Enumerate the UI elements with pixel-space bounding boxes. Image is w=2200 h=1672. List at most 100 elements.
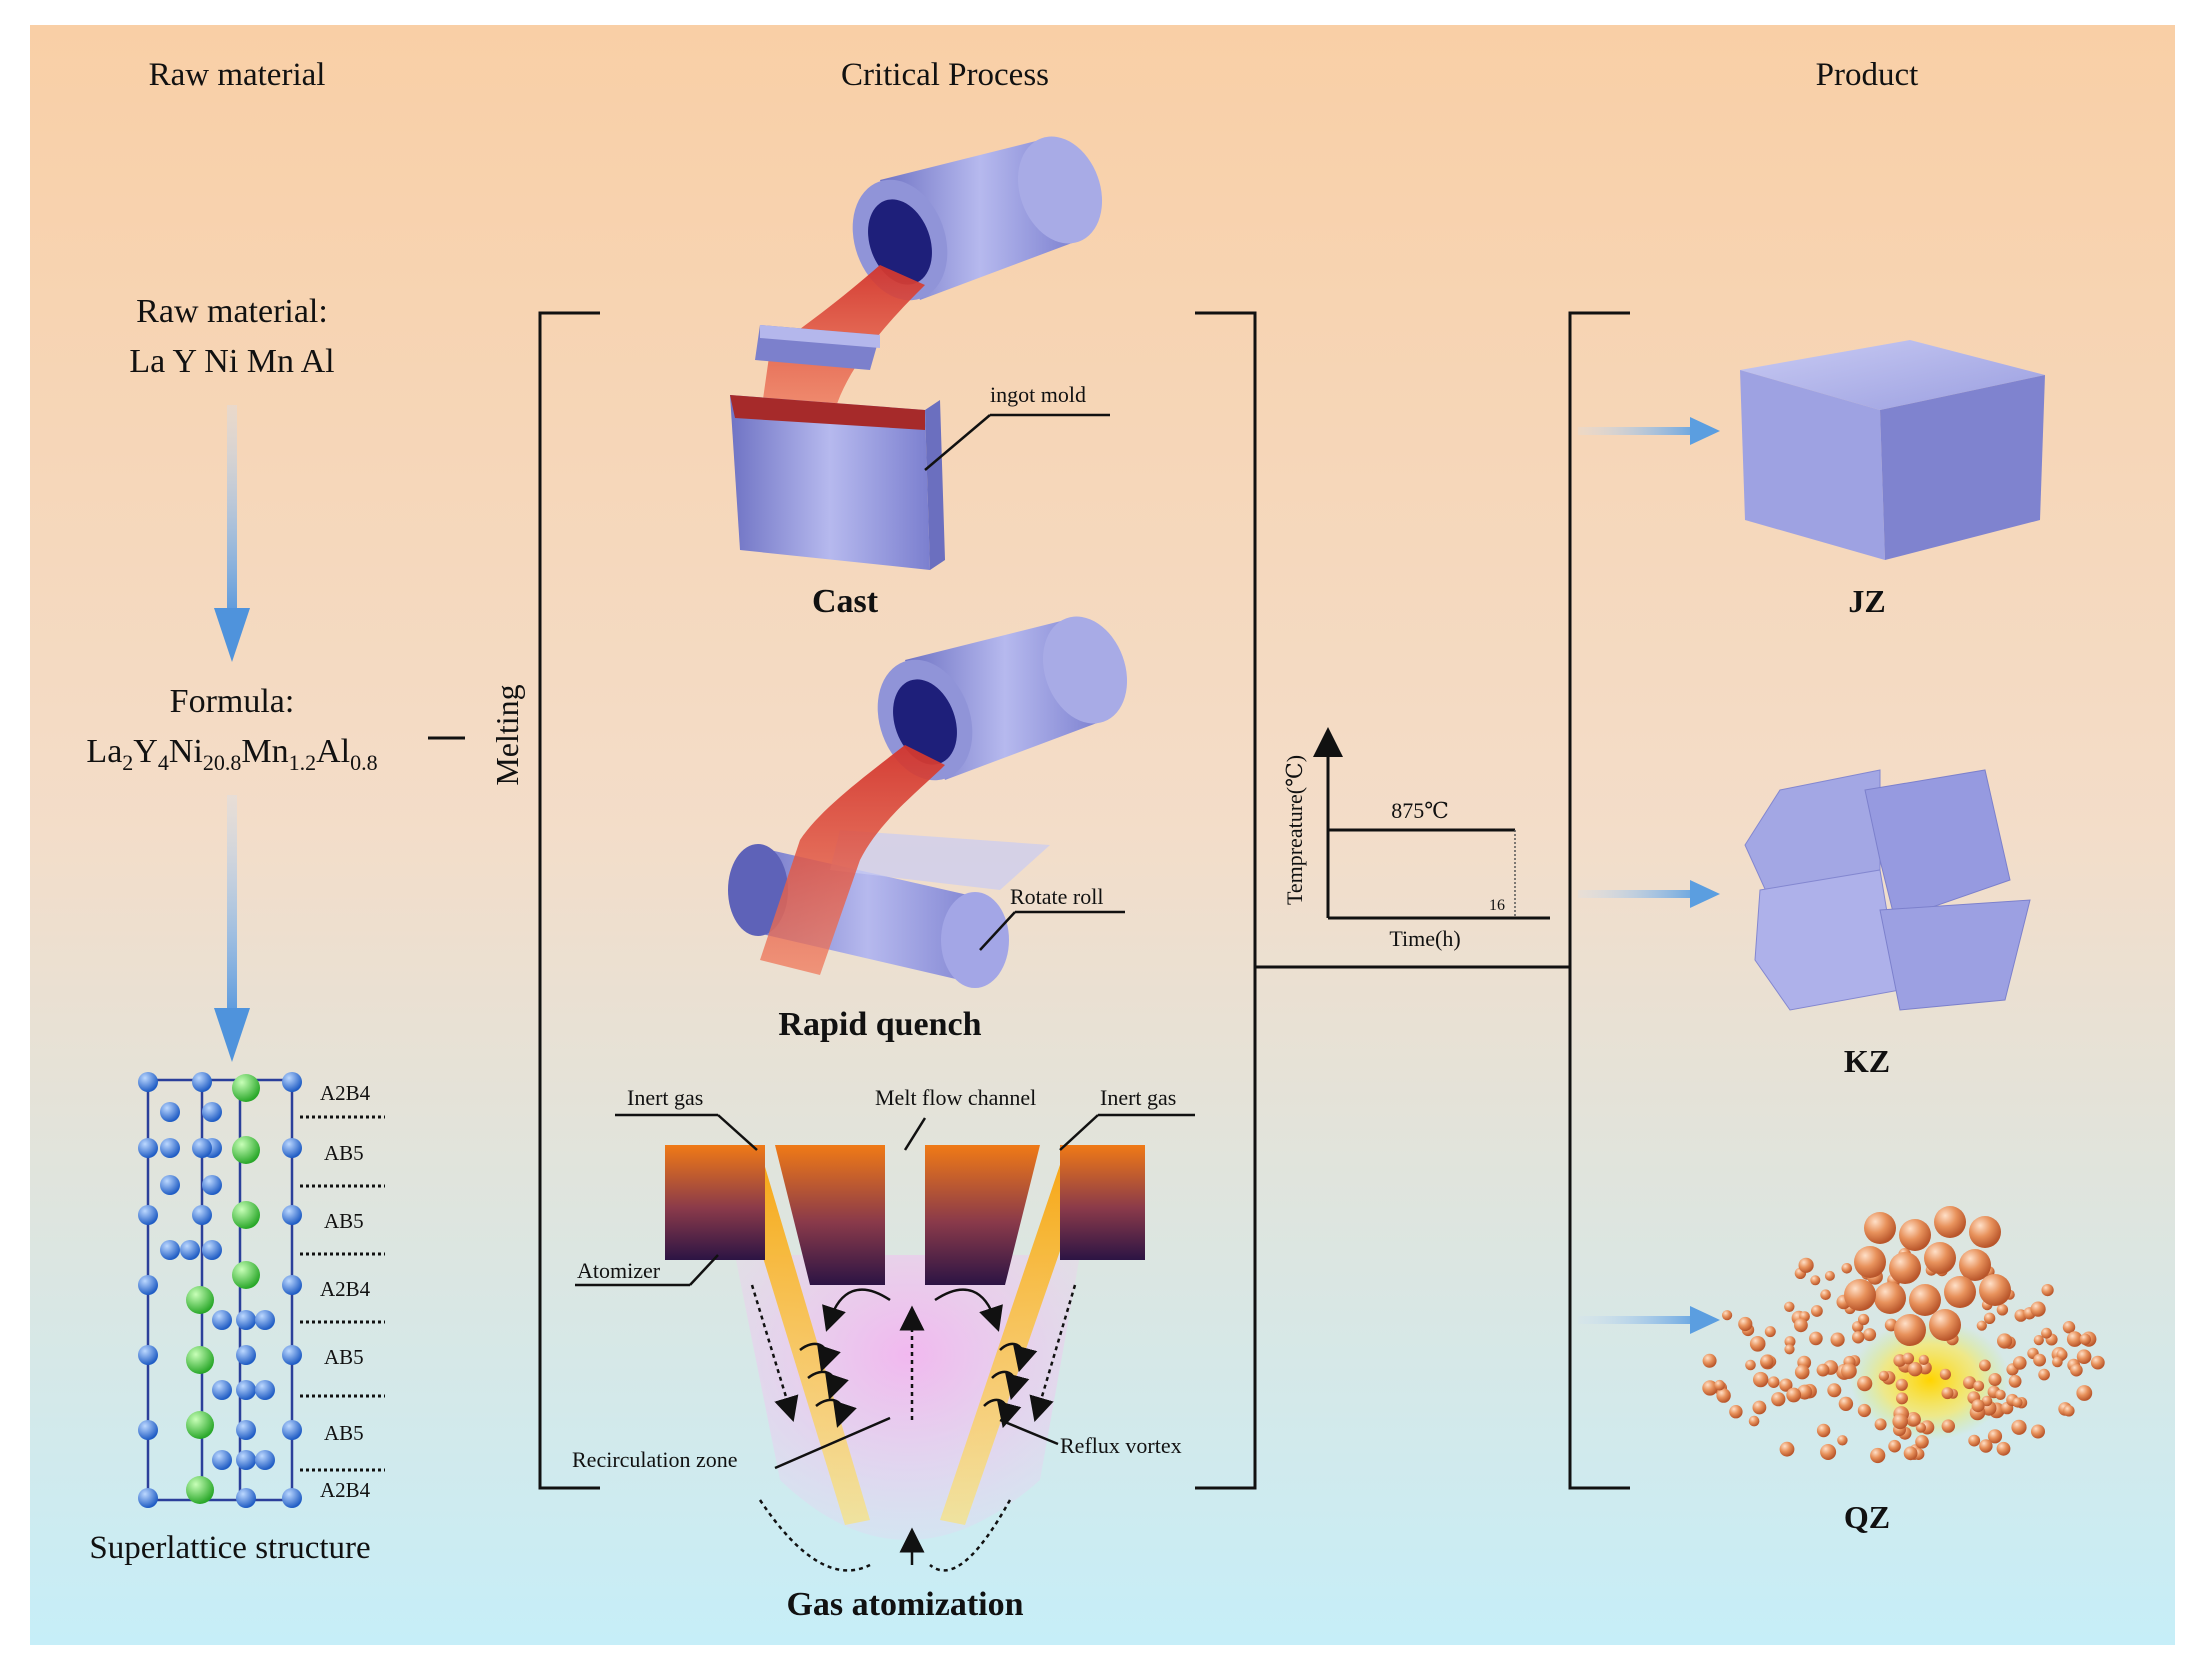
melting-bracket — [538, 311, 600, 1490]
layer-label-1: A2B4 — [320, 1081, 371, 1105]
powder-particle — [1816, 1423, 1831, 1438]
atom-b — [160, 1175, 180, 1195]
formula-sub-4: 1.2 — [289, 750, 317, 775]
powder-particle — [1738, 1316, 1753, 1332]
atomizer-block-4 — [1060, 1145, 1145, 1260]
powder-particle — [1764, 1326, 1776, 1338]
powder-particle — [1996, 1441, 2011, 1456]
powder-particle — [1988, 1373, 2002, 1386]
atom-b — [236, 1345, 256, 1365]
qz-powder-particles — [1702, 1206, 2105, 1464]
atom-b — [202, 1240, 222, 1260]
atom-b — [236, 1420, 256, 1440]
heat-temperature-label: 875℃ — [1391, 798, 1449, 823]
formula-el-1: La — [86, 733, 122, 770]
rapid-quench-illustration: Rotate roll — [728, 616, 1128, 988]
product-arrow-kz — [1578, 880, 1720, 908]
powder-particle — [1874, 1418, 1887, 1431]
atom-b — [282, 1488, 302, 1508]
formula-sub-2: 4 — [158, 750, 169, 775]
atom-b — [236, 1380, 256, 1400]
powder-particle-large — [1929, 1309, 1961, 1341]
powder-particle — [1995, 1389, 2006, 1401]
product-arrow-qz — [1578, 1306, 1720, 1334]
powder-particle-large — [1864, 1212, 1896, 1244]
powder-particle — [1870, 1447, 1886, 1464]
formula-el-5: Al — [316, 733, 350, 770]
powder-particle-large — [1924, 1242, 1956, 1274]
layer-label-2: AB5 — [324, 1141, 364, 1165]
atom-b — [212, 1450, 232, 1470]
powder-particle-large — [1899, 1219, 1931, 1251]
powder-particle — [1973, 1380, 1985, 1392]
powder-particle-large — [1969, 1216, 2001, 1248]
atom-a — [186, 1476, 214, 1504]
quench-caption: Rapid quench — [778, 1006, 981, 1043]
powder-particle — [1915, 1435, 1929, 1449]
powder-particle — [1784, 1336, 1796, 1348]
powder-particle — [1979, 1359, 1991, 1372]
powder-particle — [1971, 1399, 1985, 1413]
powder-particle — [1963, 1376, 1976, 1390]
layer-label-3: AB5 — [324, 1209, 364, 1233]
flow-lines — [750, 1284, 1077, 1572]
formula-label: Formula: — [170, 683, 295, 720]
powder-particle-large — [1874, 1282, 1906, 1314]
melt-stream-quench — [760, 745, 945, 975]
formula-sub-3: 20.8 — [203, 750, 242, 775]
qz-label: QZ — [1844, 1499, 1890, 1535]
layer-label-5: AB5 — [324, 1345, 364, 1369]
powder-particle — [1810, 1275, 1821, 1286]
gas-jet-right — [940, 1150, 1095, 1525]
powder-particle-large — [1854, 1246, 1886, 1278]
powder-particle — [2090, 1355, 2105, 1370]
formula-sub-5: 0.8 — [350, 750, 378, 775]
powder-particle — [1841, 1363, 1857, 1379]
powder-particle — [2038, 1368, 2050, 1381]
atom-a — [232, 1261, 260, 1289]
atom-b — [282, 1138, 302, 1158]
atom-b — [192, 1138, 212, 1158]
powder-particle — [2062, 1321, 2076, 1334]
powder-particle — [1941, 1419, 1956, 1433]
powder-particle — [1841, 1263, 1853, 1274]
down-arrow-1 — [214, 405, 250, 662]
recirculation-zone-label: Recirculation zone — [572, 1447, 738, 1472]
powder-particle — [1752, 1400, 1767, 1415]
powder-particle — [1749, 1336, 1766, 1352]
atom-a — [232, 1074, 260, 1102]
powder-particle-large — [1844, 1279, 1876, 1311]
atom-b — [160, 1102, 180, 1122]
atom-b — [212, 1380, 232, 1400]
atom-b — [160, 1240, 180, 1260]
gas-atomization-illustration: Inert gas Melt flow channel Inert gas At… — [572, 1085, 1195, 1572]
atom-b — [202, 1102, 222, 1122]
atom-b — [236, 1488, 256, 1508]
atomizer-block-3 — [925, 1145, 1040, 1285]
formula-text: La2Y4Ni20.8Mn1.2Al0.8 — [86, 733, 377, 775]
powder-particle — [1753, 1371, 1769, 1388]
atomizer-block-2 — [775, 1145, 885, 1285]
powder-particle — [1729, 1405, 1743, 1419]
powder-particle — [2052, 1356, 2063, 1368]
atom-b — [282, 1345, 302, 1365]
powder-particle — [1915, 1422, 1926, 1433]
header-product: Product — [1816, 57, 1919, 93]
gas-atomization-caption: Gas atomization — [786, 1586, 1023, 1623]
powder-particle — [1888, 1439, 1901, 1453]
atom-a — [232, 1136, 260, 1164]
heat-x-label: Time(h) — [1389, 926, 1460, 951]
kz-label: KZ — [1844, 1043, 1890, 1079]
powder-particle — [1857, 1376, 1873, 1392]
atom-b — [282, 1072, 302, 1092]
cast-illustration: ingot mold — [730, 136, 1110, 570]
powder-particle — [1784, 1344, 1795, 1355]
raw-material-elements: La Y Ni Mn Al — [129, 343, 334, 380]
atom-b — [202, 1175, 222, 1195]
atom-b — [138, 1345, 158, 1365]
powder-particle — [2033, 1335, 2044, 1346]
powder-particle — [1830, 1332, 1845, 1347]
powder-particle — [1779, 1378, 1793, 1392]
